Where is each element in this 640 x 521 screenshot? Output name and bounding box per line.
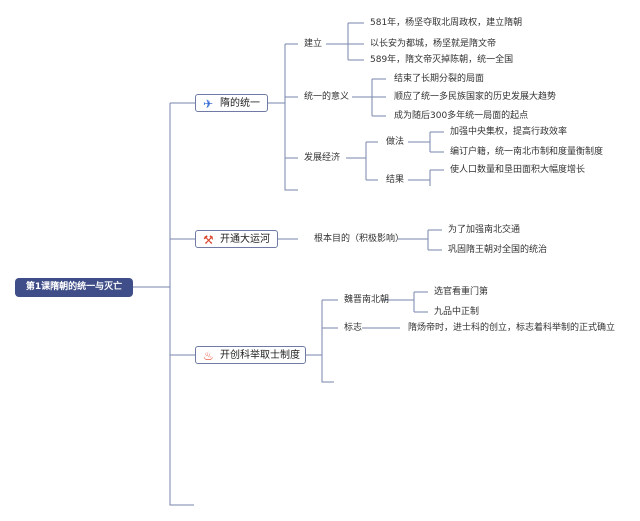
branch-label: 隋的统一 bbox=[220, 98, 260, 109]
branch-node-grand-canal[interactable]: ⚒ 开通大运河 bbox=[195, 230, 278, 248]
connector-jingji-trunk bbox=[346, 141, 378, 181]
branch-node-imperial-exam[interactable]: ♨ 开创科举取士制度 bbox=[195, 346, 306, 364]
connector-jianli-leaves bbox=[326, 22, 364, 61]
connector-b2-leaves bbox=[398, 229, 442, 251]
node-leaf[interactable]: 成为随后300多年统一局面的起点 bbox=[394, 111, 529, 121]
fire-icon: ♨ bbox=[203, 349, 214, 363]
root-node[interactable]: 第1课隋朝的统一与灭亡 bbox=[15, 278, 133, 297]
node-purpose[interactable]: 根本目的（积极影响） bbox=[314, 234, 405, 244]
node-biaozhi[interactable]: 标志 bbox=[344, 323, 363, 333]
connector-b1-trunk bbox=[268, 44, 298, 191]
node-leaf[interactable]: 加强中央集权，提高行政效率 bbox=[450, 127, 568, 137]
connector-zuofa-leaves bbox=[408, 131, 444, 153]
node-yiyi[interactable]: 统一的意义 bbox=[304, 92, 350, 102]
connector-weijin-leaves bbox=[384, 291, 428, 313]
node-leaf[interactable]: 顺应了统一多民族国家的历史发展大趋势 bbox=[394, 92, 557, 102]
node-jieguo[interactable]: 结果 bbox=[386, 175, 405, 185]
branch-label: 开通大运河 bbox=[220, 234, 270, 245]
connector-yiyi-leaves bbox=[352, 78, 386, 117]
node-zuofa[interactable]: 做法 bbox=[386, 137, 405, 147]
node-leaf[interactable]: 九品中正制 bbox=[434, 307, 480, 317]
node-leaf[interactable]: 巩固隋王朝对全国的统治 bbox=[448, 245, 548, 255]
branch-node-sui-unification[interactable]: ✈ 隋的统一 bbox=[195, 94, 268, 112]
connector-trunk bbox=[169, 103, 194, 506]
node-jianli[interactable]: 建立 bbox=[304, 39, 323, 49]
branch-label: 开创科举取士制度 bbox=[220, 350, 300, 361]
node-leaf[interactable]: 隋炀帝时，进士科的创立，标志着科举制的正式确立 bbox=[408, 323, 616, 333]
node-leaf[interactable]: 结束了长期分裂的局面 bbox=[394, 74, 485, 84]
connector-jieguo-leaves bbox=[408, 169, 444, 186]
node-leaf[interactable]: 编订户籍，统一南北市制和度量衡制度 bbox=[450, 147, 604, 157]
node-leaf[interactable]: 为了加强南北交通 bbox=[448, 225, 521, 235]
node-jingji[interactable]: 发展经济 bbox=[304, 153, 341, 163]
connector-b3-trunk bbox=[306, 300, 334, 383]
paper-plane-icon: ✈ bbox=[203, 97, 214, 111]
node-leaf[interactable]: 选官看重门第 bbox=[434, 287, 489, 297]
node-leaf[interactable]: 使人口数量和垦田面积大幅度增长 bbox=[450, 165, 586, 175]
hammer-icon: ⚒ bbox=[203, 233, 214, 247]
node-leaf[interactable]: 581年，杨坚夺取北周政权，建立隋朝 bbox=[370, 18, 523, 28]
node-leaf[interactable]: 589年，隋文帝灭掉陈朝，统一全国 bbox=[370, 55, 514, 65]
node-leaf[interactable]: 以长安为都城，杨坚就是隋文帝 bbox=[370, 39, 497, 49]
node-weijin[interactable]: 魏晋南北朝 bbox=[344, 295, 390, 305]
